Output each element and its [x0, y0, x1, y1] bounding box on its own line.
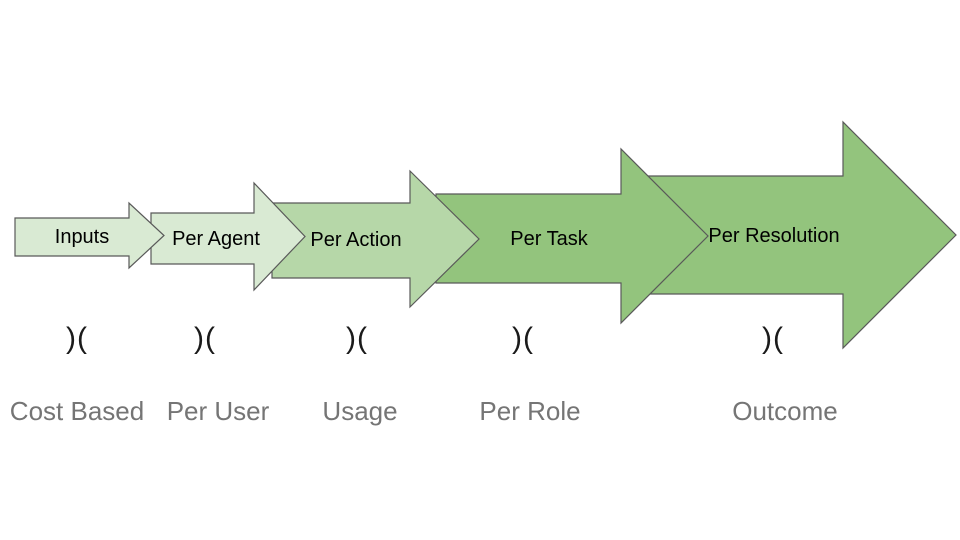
- arrow-label-per-resolution: Per Resolution: [708, 225, 840, 247]
- pricing-label-usage: Usage: [322, 396, 398, 426]
- pricing-label-per-role: Per Role: [479, 396, 581, 426]
- pricing-label-per-user: Per User: [166, 396, 270, 426]
- disconnect-separator-icon: )(: [66, 322, 88, 355]
- pricing-label-outcome: Outcome: [732, 396, 838, 426]
- arrow-label-per-agent: Per Agent: [172, 228, 260, 250]
- arrow-label-per-task: Per Task: [510, 228, 588, 250]
- arrow-shape-per-resolution: [647, 120, 957, 350]
- pricing-label-cost-based: Cost Based: [9, 396, 145, 426]
- arrow-shape-inputs: [14, 201, 165, 270]
- arrow-shape-per-action: [271, 169, 480, 309]
- disconnect-separator-icon: )(: [512, 322, 534, 355]
- arrow-shape-per-agent: [150, 181, 306, 292]
- disconnect-separator-icon: )(: [762, 322, 784, 355]
- arrow-label-inputs: Inputs: [54, 226, 110, 248]
- arrow-shape-per-task: [435, 147, 709, 325]
- arrow-label-per-action: Per Action: [310, 229, 402, 251]
- disconnect-separator-icon: )(: [346, 322, 368, 355]
- disconnect-separator-icon: )(: [194, 322, 216, 355]
